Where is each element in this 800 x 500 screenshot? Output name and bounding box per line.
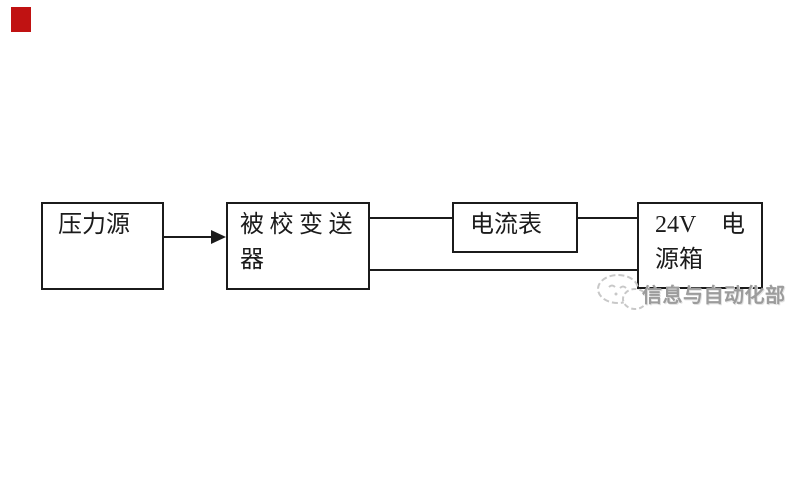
node-label-part-24v: 24V xyxy=(655,212,697,238)
arrow-shaft xyxy=(163,236,213,238)
node-label-line1: 被校变送 xyxy=(240,212,358,238)
node-power-supply-box: 24V 电 源箱 xyxy=(637,202,763,289)
watermark-text: 信息与自动化部 xyxy=(642,285,786,307)
connector-transmitter-power xyxy=(369,269,638,271)
node-label-part-dian: 电 xyxy=(721,212,745,238)
connector-transmitter-ammeter xyxy=(369,217,453,219)
node-transmitter-under-calibration: 被校变送 器 xyxy=(226,202,370,290)
arrowhead-icon xyxy=(211,230,226,244)
red-corner-marker xyxy=(11,7,31,32)
node-label-line2: 源箱 xyxy=(655,247,703,273)
connector-ammeter-power xyxy=(577,217,638,219)
watermark-logo-icon xyxy=(597,274,648,310)
node-label: 压力源 xyxy=(58,212,130,238)
node-label: 电流表 xyxy=(470,212,542,238)
node-label-line1: 24V 电 xyxy=(655,208,745,243)
node-pressure-source: 压力源 xyxy=(41,202,164,290)
node-label-line2: 器 xyxy=(240,247,264,273)
watermark: 信息与自动化部 xyxy=(594,273,786,311)
node-ammeter: 电流表 xyxy=(452,202,578,253)
